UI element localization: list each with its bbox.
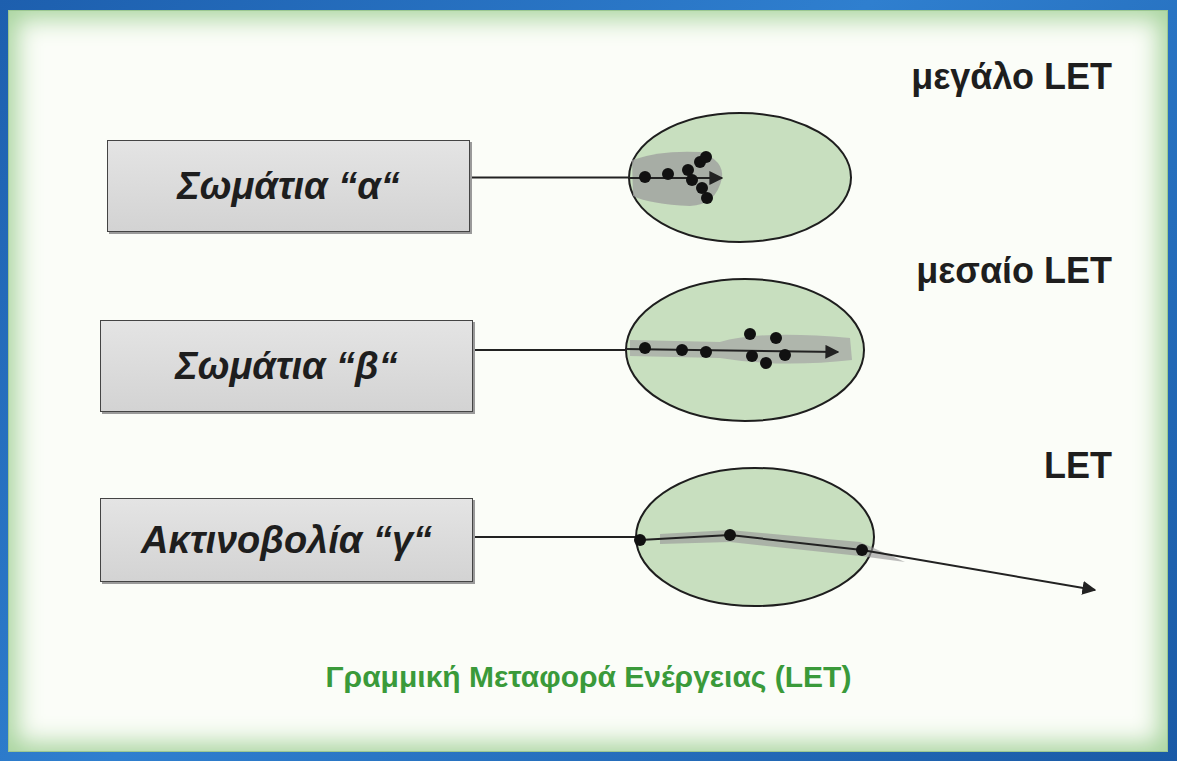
let-label: LET: [1044, 445, 1112, 486]
radiation-box: Σωμάτια “β“: [100, 320, 473, 412]
let-label: μεσαίο LET: [916, 250, 1112, 291]
track-ellipse: μεσαίο LET: [625, 278, 865, 422]
caption: Γραμμική Μεταφορά Ενέργειας (LET): [0, 660, 1177, 694]
let-label: μεγάλο LET: [911, 56, 1112, 97]
radiation-box: Σωμάτια “α“: [107, 140, 470, 232]
track-ellipse: LET: [635, 467, 875, 607]
connector-line: [473, 349, 625, 351]
connector-line: [473, 536, 635, 538]
box-label: Ακτινοβολία “γ“: [141, 519, 432, 562]
ellipse-outline: [635, 467, 875, 607]
radiation-box: Ακτινοβολία “γ“: [100, 498, 473, 582]
box-label: Σωμάτια “α“: [177, 165, 399, 208]
track-ellipse: μεγάλο LET: [628, 112, 852, 243]
ellipse-outline: [628, 112, 852, 243]
gamma-track: [634, 529, 1095, 590]
ellipse-outline: [625, 278, 865, 422]
connector-line: [470, 177, 628, 179]
alpha-track: [628, 151, 722, 206]
beta-track: [625, 328, 852, 369]
box-label: Σωμάτια “β“: [175, 345, 397, 388]
